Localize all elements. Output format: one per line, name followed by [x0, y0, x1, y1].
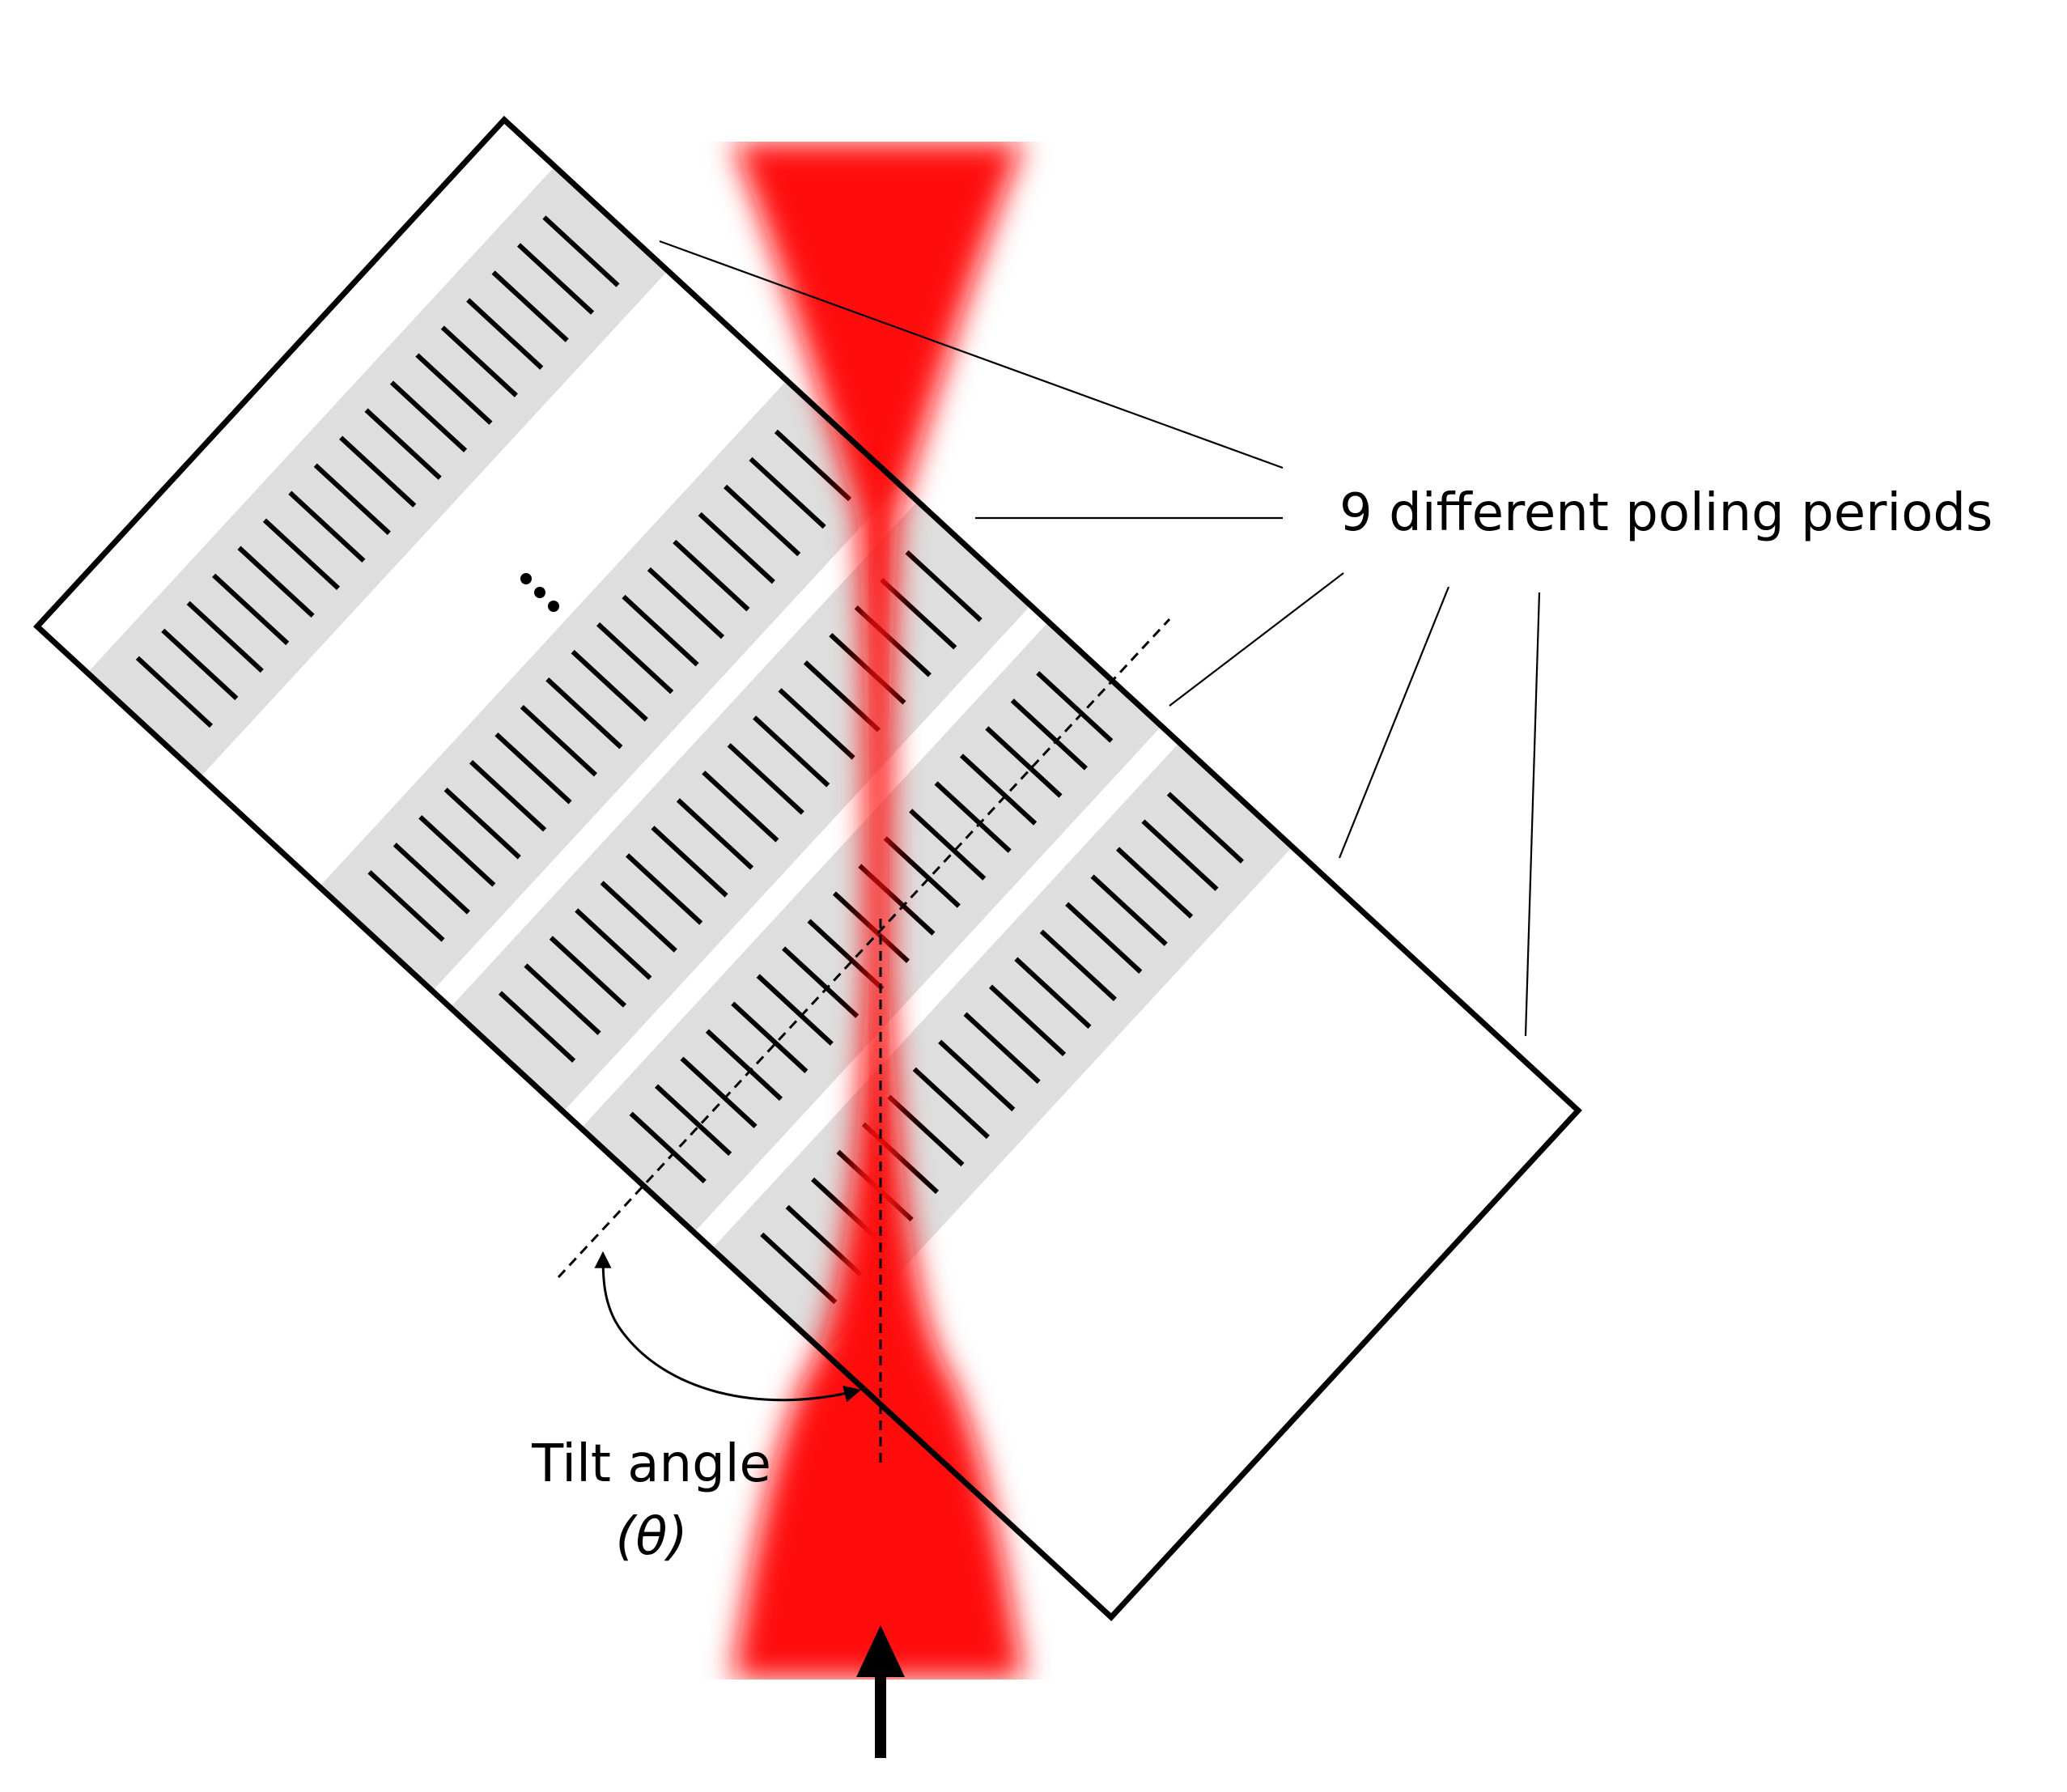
domain-stripe [626, 853, 703, 925]
leader-lines [659, 240, 1541, 1037]
domain-stripe [676, 798, 754, 870]
domain-stripe [985, 726, 1063, 798]
ellipsis-dots [520, 573, 559, 612]
domain-stripe [288, 490, 366, 563]
domain-stripe [774, 429, 852, 502]
domain-stripe [1090, 874, 1168, 946]
domain-stripe [466, 298, 544, 370]
domain-stripe [655, 1084, 732, 1157]
domain-stripe [938, 1039, 1016, 1112]
domain-stripe [778, 688, 855, 760]
domain-stripe [647, 567, 725, 639]
domain-stripe [680, 1056, 758, 1129]
domain-stripe [782, 946, 859, 1018]
domain-stripe [516, 243, 595, 315]
domain-stripe [909, 809, 987, 881]
domain-stripe [389, 380, 468, 452]
domain-stripe [444, 788, 521, 860]
domain-stripe [959, 754, 1038, 826]
domain-stripe [367, 870, 445, 942]
domain-stripe [731, 1001, 809, 1073]
domain-stripe [651, 826, 728, 898]
domain-stripe [883, 836, 961, 908]
poling-grating-bands [87, 166, 1292, 1353]
domain-stripe [596, 622, 674, 694]
domain-stripe [237, 546, 315, 618]
domain-stripe [545, 677, 623, 749]
domain-stripe [1065, 902, 1143, 974]
domain-stripe [756, 974, 834, 1046]
laser-beam-core [872, 518, 885, 1198]
domain-stripe [469, 760, 547, 832]
domain-stripe [1166, 792, 1244, 864]
domain-stripe [524, 963, 601, 1035]
domain-stripe [887, 1094, 965, 1167]
domain-stripe [161, 628, 239, 701]
domain-stripe [571, 649, 648, 722]
domain-stripe [963, 1012, 1041, 1085]
tilt-angle-symbol: (θ) [615, 1507, 687, 1567]
tilt-angle-label: Tilt angle [531, 1434, 771, 1494]
domain-stripe [418, 815, 496, 887]
input-beam-arrow-icon [856, 1625, 905, 1758]
domain-stripe [135, 656, 213, 728]
poling-domain-stripes [135, 215, 1244, 1305]
domain-stripe [186, 601, 264, 673]
domain-stripe [622, 594, 699, 667]
crystal-outline [33, 116, 1582, 1621]
domain-stripe [498, 991, 576, 1063]
grating-axis-dashed-line [557, 618, 1171, 1279]
domain-stripe [313, 463, 391, 535]
domain-stripe [1115, 847, 1194, 919]
domain-stripe [1141, 819, 1219, 891]
domain-stripe [440, 325, 518, 397]
laser-beam [732, 142, 1024, 1679]
domain-stripe [1039, 929, 1117, 1001]
domain-stripe [415, 353, 493, 425]
domain-stripe [1014, 957, 1092, 1030]
domain-stripe [212, 573, 290, 646]
domain-stripe [724, 484, 801, 557]
domain-stripe [727, 743, 804, 815]
domain-stripe [698, 512, 775, 584]
domain-stripe [705, 1029, 783, 1101]
domain-stripe [542, 215, 620, 287]
domain-stripe [912, 1067, 990, 1140]
domain-stripe [494, 733, 572, 805]
domain-stripe [575, 908, 652, 980]
domain-stripe [491, 270, 569, 342]
domain-stripe [600, 881, 677, 953]
domain-stripe [905, 550, 983, 622]
domain-stripe [262, 518, 341, 591]
domain-stripe [934, 781, 1012, 853]
domain-stripe [549, 936, 626, 1008]
domain-stripe [520, 704, 597, 777]
domain-stripe [339, 435, 417, 507]
domain-stripe [1036, 671, 1114, 743]
domain-stripe [364, 408, 442, 480]
domain-stripe [673, 539, 750, 612]
periods-label: 9 different poling periods [1339, 483, 1993, 543]
domain-stripe [988, 984, 1067, 1057]
domain-stripe [749, 456, 826, 529]
domain-stripe [702, 771, 779, 843]
domain-stripe [629, 1111, 707, 1184]
domain-stripe [753, 716, 830, 788]
tilt-angle-arc [594, 1251, 862, 1403]
domain-stripe [393, 843, 470, 915]
domain-stripe [1010, 699, 1088, 771]
